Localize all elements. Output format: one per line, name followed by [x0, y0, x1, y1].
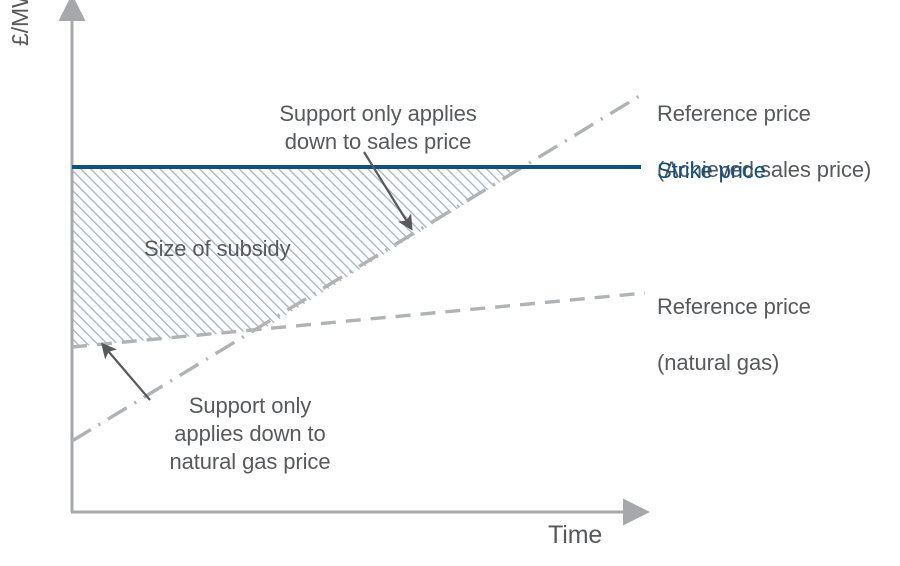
annotation-arrow-natural-gas — [100, 342, 151, 401]
reference-price-natural-gas-line — [71, 291, 646, 349]
annotation-natural-gas-note: Support only applies down to natural gas… — [169, 393, 331, 475]
annotation-sales-price-note: Support only applies down to sales price — [279, 101, 477, 155]
y-axis-label: £/MWh — [7, 0, 33, 46]
x-axis-label: Time — [548, 521, 603, 549]
legend-label-strike-price: Strike price — [657, 158, 766, 183]
legend-label-line-1: Reference price — [657, 294, 811, 320]
annotation-arrow-sales-price — [363, 151, 413, 231]
legend-label-line-2: (Achieved sales price) — [657, 157, 872, 183]
legend-label-line-1: Reference price — [657, 101, 811, 127]
reference-price-achieved-sales-line — [71, 90, 647, 443]
legend-label-reference-price-achieved-sales: Reference price (Achieved sales price) — [657, 72, 897, 213]
annotation-size-of-subsidy: Size of subsidy — [144, 236, 291, 261]
legend-label-reference-price-natural-gas: Reference price (natural gas) — [657, 265, 897, 406]
legend-label-line-2: (natural gas) — [657, 350, 780, 376]
subsidy-shaded-region — [72, 167, 525, 347]
